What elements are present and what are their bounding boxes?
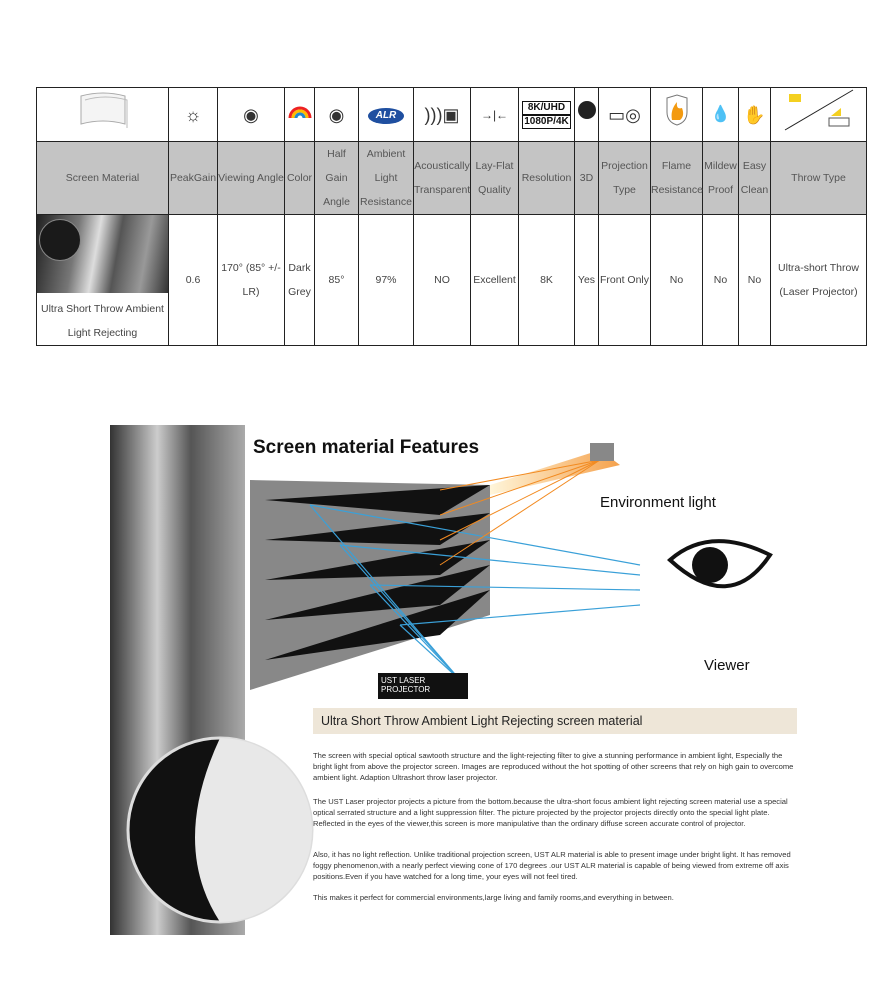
paper-sheet-icon <box>36 87 169 142</box>
header-cell: Ambient Light Resistance <box>358 141 414 215</box>
resolution-badge-line-1: 8K/UHD <box>522 100 571 115</box>
features-banner: Ultra Short Throw Ambient Light Rejectin… <box>313 708 797 734</box>
rainbow-icon <box>284 87 315 142</box>
header-cell: Acoustically Transparent <box>413 141 471 215</box>
features-title: Screen material Features <box>253 437 480 458</box>
projector-label: UST LASER PROJECTOR <box>381 676 431 694</box>
water-drops-icon: 💧 <box>702 87 739 142</box>
header-cell: Color <box>284 141 315 215</box>
throw-projector-icon <box>770 87 867 142</box>
table-cell: Excellent <box>470 214 519 346</box>
table-cell: 0.6 <box>168 214 218 346</box>
header-cell: Mildew Proof <box>702 141 739 215</box>
alr-badge: ALR <box>367 107 405 124</box>
paragraph: Also, it has no light reflection. Unlike… <box>313 850 791 881</box>
eye-angle-icon: ◉ <box>217 87 285 142</box>
header-cell: Lay-Flat Quality <box>470 141 519 215</box>
material-photo <box>37 215 168 293</box>
header-cell: Easy Clean <box>738 141 771 215</box>
projector-icon: ▭◎ <box>598 87 651 142</box>
sun-icon: ☼ <box>168 87 218 142</box>
eye-half-gain-icon: ◉ <box>314 87 359 142</box>
table-cell: Front Only <box>598 214 651 346</box>
table-cell: No <box>702 214 739 346</box>
sound-speaker-icon: )))▣ <box>413 87 471 142</box>
3d-icon <box>574 87 599 142</box>
flame-shield-icon <box>650 87 703 142</box>
table-cell: Yes <box>574 214 599 346</box>
ust-projector-icon <box>378 673 468 699</box>
environment-light-label: Environment light <box>600 494 716 511</box>
lay-flat-arrows-icon: →|← <box>470 87 519 142</box>
header-cell: Throw Type <box>770 141 867 215</box>
material-name: Ultra Short Throw Ambient Light Rejectin… <box>41 303 164 339</box>
paragraph: This makes it perfect for commercial env… <box>313 893 674 902</box>
table-cell: No <box>738 214 771 346</box>
table-row: Ultra Short Throw Ambient Light Rejectin… <box>36 214 867 346</box>
header-cell: Viewing Angle <box>217 141 285 215</box>
paragraph: The UST Laser projector projects a pictu… <box>313 797 788 828</box>
header-cell: Resolution <box>518 141 575 215</box>
table-cell: NO <box>413 214 471 346</box>
header-cell: Projection Type <box>598 141 651 215</box>
viewer-label: Viewer <box>704 657 750 674</box>
material-cell: Ultra Short Throw Ambient Light Rejectin… <box>36 214 169 346</box>
table-cell: 170° (85° +/- LR) <box>217 214 285 346</box>
clean-hand-icon: ✋ <box>738 87 771 142</box>
alr-badge-icon: ALR <box>358 87 414 142</box>
resolution-badge-line-2: 1080P/4K <box>522 114 571 129</box>
ceiling-light-icon <box>590 443 614 461</box>
header-cell: PeakGain <box>168 141 218 215</box>
header-cell: 3D <box>574 141 599 215</box>
header-cell: Half Gain Angle <box>314 141 359 215</box>
header-cell: Flame Resistance <box>650 141 703 215</box>
table-cell: No <box>650 214 703 346</box>
table-cell: 97% <box>358 214 414 346</box>
features-illustration <box>110 425 773 935</box>
header-cell: Screen Material <box>36 141 169 215</box>
table-cell: Dark Grey <box>284 214 315 346</box>
table-cell: Ultra-short Throw (Laser Projector) <box>770 214 867 346</box>
table-cell: 85° <box>314 214 359 346</box>
paragraph: The screen with special optical sawtooth… <box>313 751 794 782</box>
header-row: Screen Material PeakGain Viewing Angle C… <box>36 141 867 215</box>
table-cell: 8K <box>518 214 575 346</box>
